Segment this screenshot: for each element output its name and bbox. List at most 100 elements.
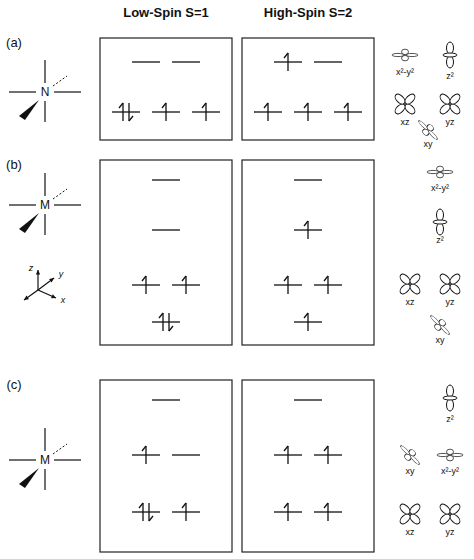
spin-down (149, 516, 153, 521)
orbital-lobe (438, 282, 451, 295)
orbital-lobe (448, 272, 461, 285)
orbital-lobe (398, 272, 411, 285)
spin-up (142, 503, 143, 521)
orbital-lobe (402, 49, 409, 54)
orbital-lobe (437, 223, 444, 235)
energy-level (294, 399, 322, 400)
spin-up (119, 103, 123, 108)
spin-up (327, 276, 328, 294)
spin-up (347, 103, 348, 121)
panel-box (100, 380, 232, 552)
spin-up (267, 103, 268, 121)
spin-up (304, 221, 308, 226)
spin-up (139, 503, 143, 508)
axis-line (54, 91, 81, 92)
orbital-z2 (443, 42, 457, 68)
orbital-lobe (447, 42, 454, 54)
arrow-head (36, 270, 40, 275)
spin-up (142, 446, 146, 451)
energy-level (172, 454, 200, 455)
axis-line (44, 173, 45, 196)
orbital-lobe (448, 502, 461, 515)
orbital-z2 (443, 385, 457, 411)
dashed-bond (53, 76, 67, 86)
wedge-bond (19, 100, 39, 120)
axis-label: z (29, 264, 34, 273)
axis-label: y (59, 270, 64, 279)
axis-line (9, 459, 36, 460)
energy-level (294, 179, 322, 180)
axis-label: x (61, 296, 66, 305)
spin-down (168, 313, 169, 331)
axis-arrow (38, 278, 54, 290)
orbital-label: xy (424, 140, 433, 149)
orbital-lobe (400, 445, 411, 456)
spin-down (169, 326, 173, 331)
spin-up (145, 446, 146, 464)
spin-down (148, 503, 149, 521)
orbital-lobe (438, 502, 451, 515)
orbital-lobe (430, 315, 441, 326)
orbital-lobe (403, 92, 416, 105)
orbital-lobes (392, 49, 418, 61)
orbital-lobe (393, 92, 406, 105)
orbital-lobe (408, 502, 421, 515)
orbital-label: yz (446, 528, 455, 537)
orbital-lobe (447, 385, 454, 397)
orbital-lobe (447, 56, 454, 68)
spin-up (287, 53, 288, 71)
orbital-lobe (447, 399, 454, 411)
orbital-lobes (427, 166, 453, 178)
orbital-label: yz (446, 118, 455, 127)
spin-up (287, 446, 288, 464)
panel-box (242, 38, 374, 140)
metal-symbol: M (38, 453, 52, 467)
panel-box (100, 38, 232, 140)
orbital-lobe (438, 318, 447, 327)
energy-level (152, 229, 180, 230)
orbital-lobe (393, 102, 406, 115)
column-heading: Low-Spin S=1 (123, 6, 209, 19)
spin-up (304, 313, 308, 318)
spin-up (324, 276, 328, 281)
energy-level (152, 179, 180, 180)
orbital-label: xy (406, 467, 415, 476)
spin-up (307, 313, 308, 331)
axis-line (9, 204, 36, 205)
spin-up (185, 276, 186, 294)
orbital-label: yz (446, 298, 455, 307)
orbital-lobe (410, 455, 421, 466)
orbital-label: x²-y² (396, 68, 414, 77)
orbital-lobe (408, 512, 421, 525)
spin-up (284, 446, 288, 451)
energy-level (172, 61, 200, 62)
spin-up (327, 446, 328, 464)
orbital-lobe (426, 123, 435, 132)
arrow-head (51, 294, 56, 298)
orbital-lobes (437, 449, 463, 461)
orbital-lobe (440, 325, 451, 336)
arrow-head (24, 296, 29, 300)
spin-up (284, 53, 288, 58)
energy-level (112, 111, 140, 112)
spin-up (327, 503, 328, 521)
spin-up (162, 103, 166, 108)
axis-arrow (38, 290, 56, 298)
orbital-label: xz (406, 528, 415, 537)
spin-up (162, 313, 163, 331)
spin-up (287, 276, 288, 294)
axis-line (44, 469, 45, 490)
orbital-label: z² (436, 236, 444, 245)
panel-label: (c) (6, 378, 21, 391)
energy-level (152, 399, 180, 400)
spin-up (264, 103, 268, 108)
axis-arrow (24, 290, 38, 300)
orbital-lobe (438, 102, 451, 115)
metal-symbol: N (39, 85, 52, 99)
orbital-lobes (427, 312, 454, 339)
column-heading: High-Spin S=2 (264, 6, 352, 19)
orbital-lobe (438, 272, 451, 285)
orbital-lobe (438, 512, 451, 525)
orbital-lobe (408, 448, 417, 457)
axis-line (54, 459, 81, 460)
